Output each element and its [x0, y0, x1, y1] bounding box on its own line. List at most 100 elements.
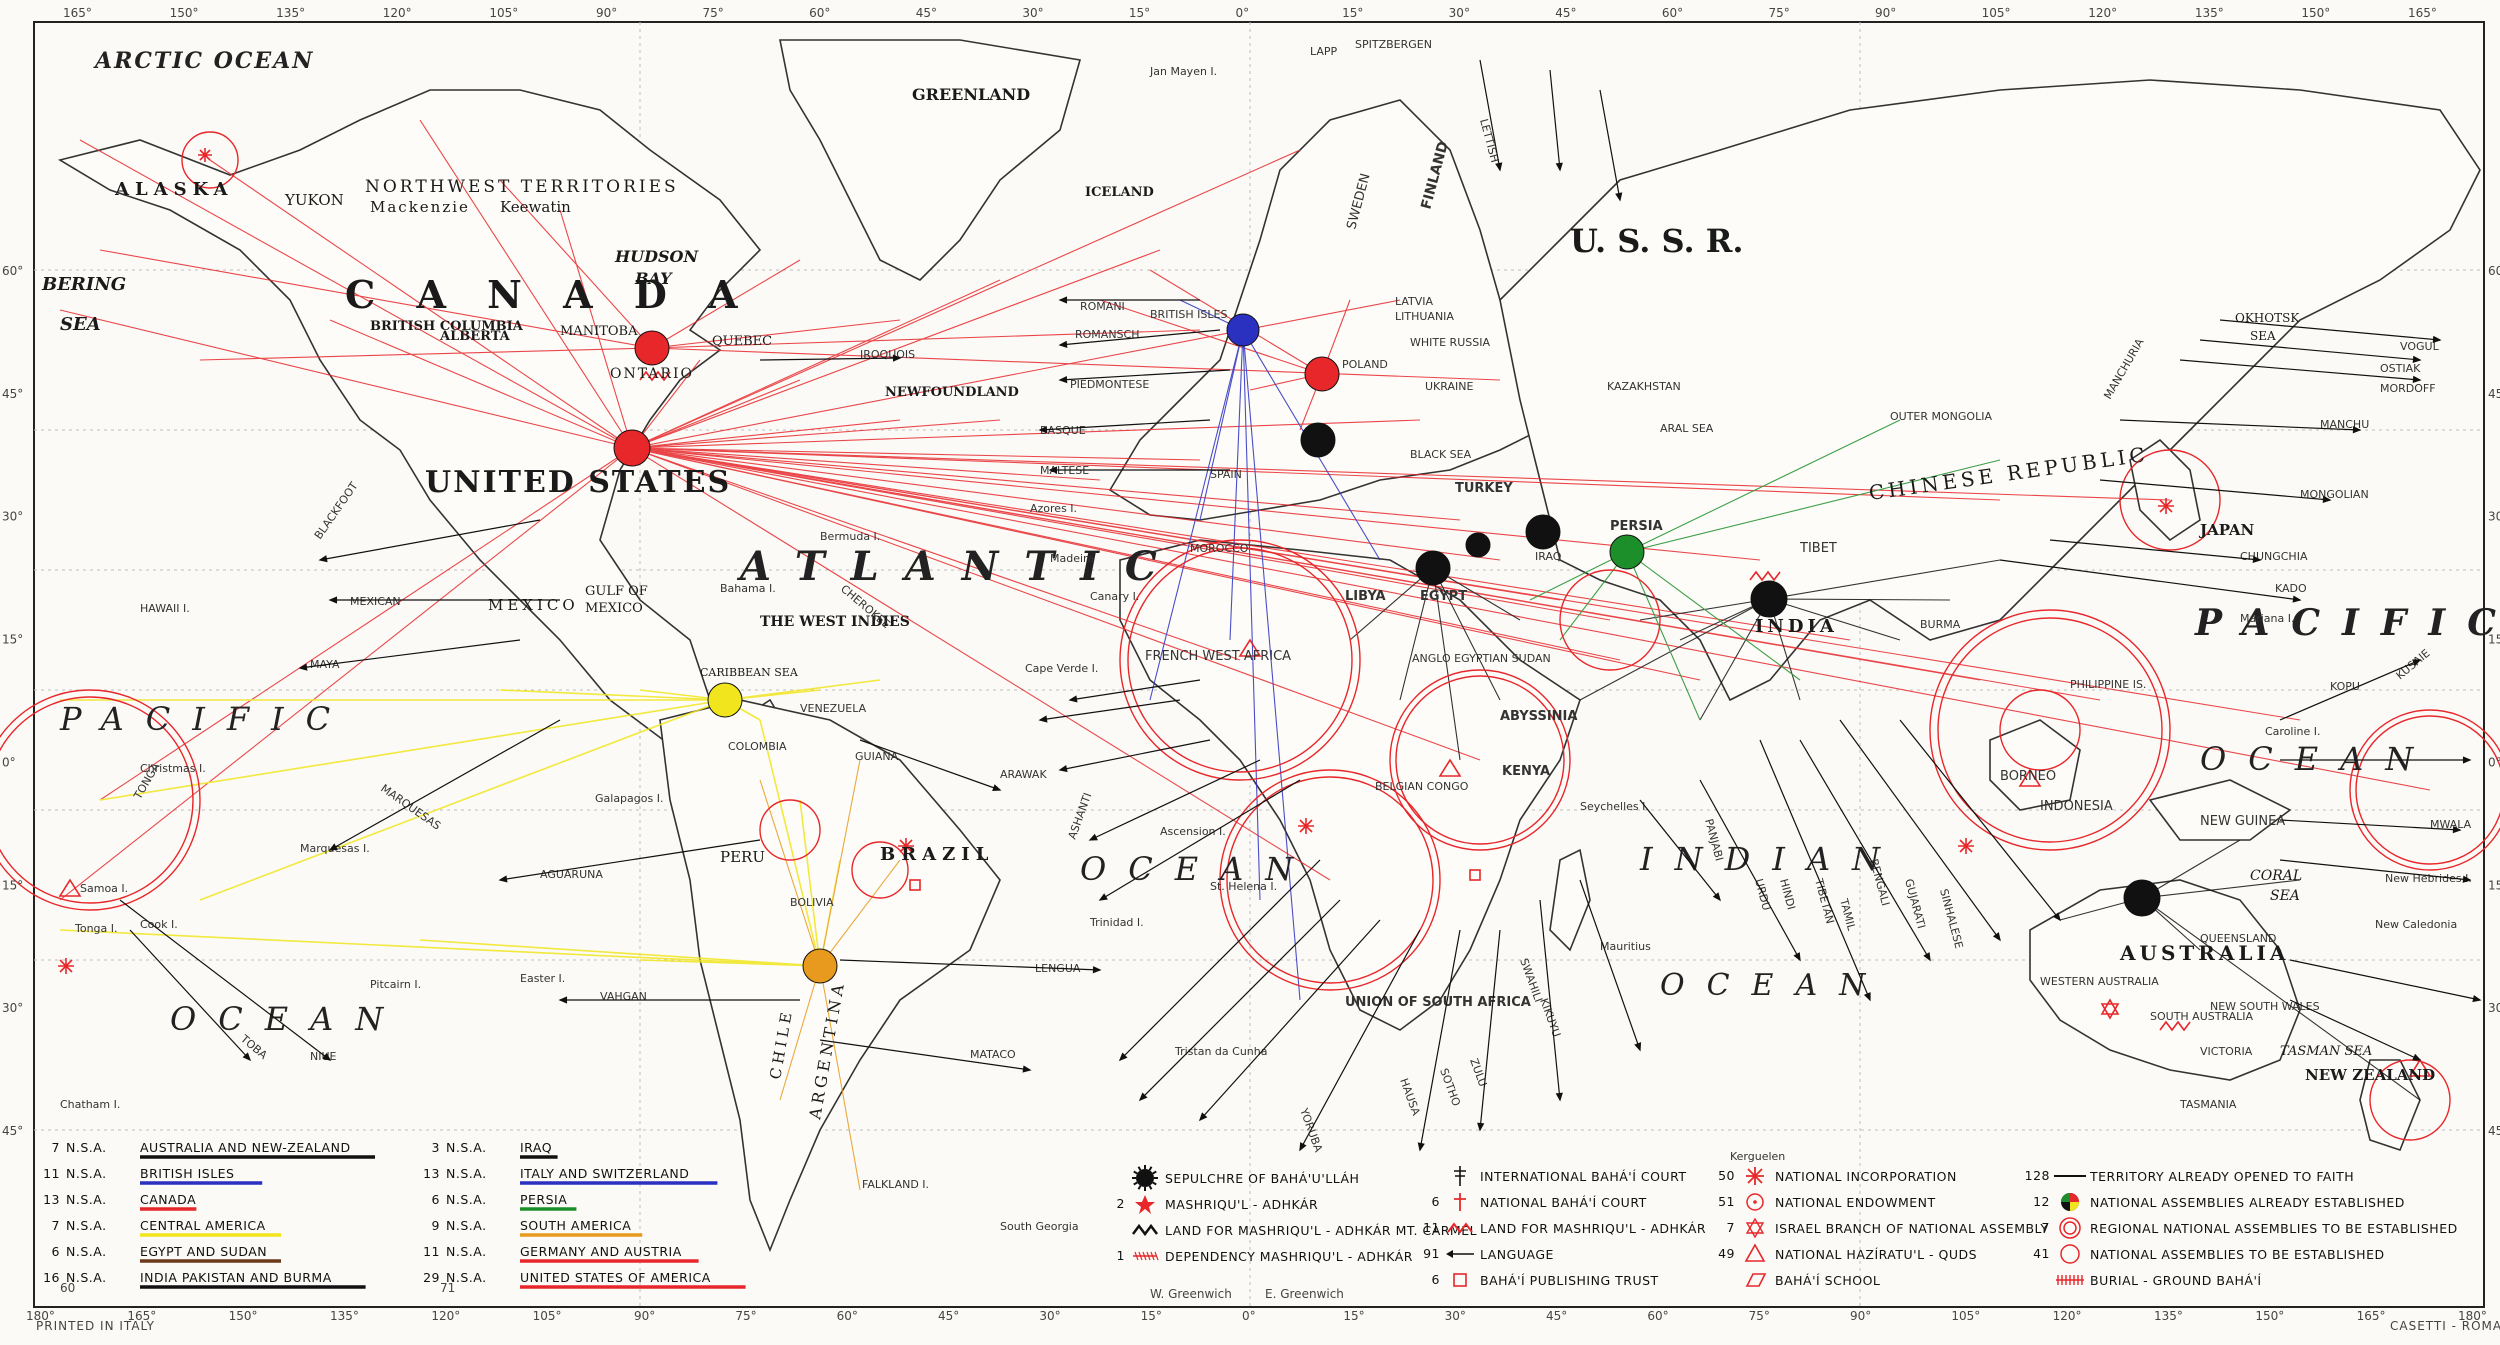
cook-label: Cook I. — [140, 918, 178, 931]
tick-label: 60° — [1662, 6, 1683, 20]
easter-label: Easter I. — [520, 972, 565, 985]
tick-label: 150° — [229, 1309, 258, 1323]
legend-symbol-count: 50 — [1718, 1168, 1735, 1183]
lang-romansch: ROMANSCH — [1075, 328, 1139, 341]
asterisk-icon — [198, 148, 212, 162]
guiana-label: GUIANA — [855, 750, 899, 763]
nsa-egypt-disc — [1415, 550, 1451, 586]
tick-label: 105° — [1982, 6, 2011, 20]
bolivia-label: BOLIVIA — [790, 896, 834, 909]
legend-nsa-label: N.S.A. — [446, 1270, 487, 1285]
tick-label: 90° — [596, 6, 617, 20]
nsa-british-isles-disc — [1226, 313, 1260, 347]
bering-label: BERING — [41, 274, 126, 295]
triangle-icon — [2408, 1058, 2432, 1077]
legend-symbol-count: 6 — [1432, 1272, 1440, 1287]
atlantic-label: ATLANTIC — [736, 543, 1183, 590]
map-frame — [33, 21, 2485, 1308]
tick-label: 165° — [2408, 6, 2437, 20]
lang-arawak: ARAWAK — [1000, 768, 1047, 781]
legend-nsa-name: INDIA PAKISTAN AND BURMA — [140, 1270, 332, 1285]
lang-mongolian: MONGOLIAN — [2300, 488, 2369, 501]
hawaii-label: HAWAII I. — [140, 602, 190, 615]
tick-label: 45° — [2, 387, 23, 401]
lang-iroquois: IROQUOIS — [860, 348, 915, 361]
nsa-haifa-disc — [1465, 532, 1491, 558]
tick-label: 60° — [2, 264, 23, 278]
seychelles-label: Seychelles I. — [1580, 800, 1649, 813]
hudson-label: HUDSON — [614, 247, 699, 266]
nsa-italy-disc — [1300, 422, 1336, 458]
tick-label: 45° — [1546, 1309, 1567, 1323]
new-caledonia-label: New Caledonia — [2375, 918, 2457, 931]
tick-label: 90° — [1875, 6, 1896, 20]
lang-piedmontese: PIEDMONTESE — [1070, 378, 1149, 391]
galapagos-label: Galapagos I. — [595, 792, 663, 805]
pacific-right-label: PACIFIC — [2194, 602, 2500, 644]
tick-label: 0° — [2488, 755, 2500, 769]
legend-symbol-label: BAHÁ'Í PUBLISHING TRUST — [1480, 1273, 1659, 1288]
legend-nsa-name: CENTRAL AMERICA — [140, 1218, 266, 1233]
morocco-label: MOROCCO — [1190, 542, 1249, 555]
nsa-canada-disc — [634, 330, 670, 366]
triangle-icon — [2018, 768, 2042, 787]
borneo-label: BORNEO — [2000, 769, 2056, 784]
south-australia-label: SOUTH AUSTRALIA — [2150, 1010, 2254, 1023]
legend-symbol-label: ISRAEL BRANCH OF NATIONAL ASSEMBLY — [1775, 1221, 2049, 1236]
ussr-label: U. S. S. R. — [1570, 222, 1743, 260]
arctic-ocean-label: ARCTIC OCEAN — [93, 48, 314, 74]
hudson-bay-label: BAY — [634, 269, 673, 288]
cross-icon — [1454, 1193, 1466, 1211]
tick-label: 15° — [2, 633, 23, 647]
legend-count: 16 — [43, 1270, 60, 1285]
tick-label: 0° — [1236, 6, 1250, 20]
legend-symbol-label: SEPULCHRE OF BAHÁ'U'LLÁH — [1165, 1171, 1359, 1186]
legend-symbol-label: NATIONAL INCORPORATION — [1775, 1169, 1957, 1184]
asterisk-icon — [58, 958, 74, 974]
tick-label: 165° — [127, 1309, 156, 1323]
kazakhstan-label: KAZAKHSTAN — [1607, 380, 1681, 393]
lang-mexican: MEXICAN — [350, 595, 401, 608]
star-icon — [1135, 1195, 1155, 1214]
chatham-label: Chatham I. — [60, 1098, 120, 1111]
legend-nsa-name: SOUTH AMERICA — [520, 1218, 631, 1233]
newfoundland-label: NEWFOUNDLAND — [885, 385, 1019, 400]
nsa-central-america-disc — [707, 682, 743, 718]
zigzag-red-icon — [1447, 1222, 1473, 1234]
peru-label: PERU — [720, 848, 765, 866]
bottom-ticks: 180°165°150°135°120°105°90°75°60°45°30°1… — [26, 1309, 2487, 1323]
samoa-label: Samoa I. — [80, 882, 128, 895]
tick-label: 45° — [2488, 387, 2500, 401]
tick-label: 45° — [916, 6, 937, 20]
tick-label: 105° — [1951, 1309, 1980, 1323]
philippine-label: PHILIPPINE IS. — [2070, 678, 2146, 691]
assembly-discs — [613, 313, 2161, 984]
tick-label: 45° — [938, 1309, 959, 1323]
legend-count: 11 — [43, 1166, 60, 1181]
spain-label: SPAIN — [1210, 468, 1242, 481]
legend-nsa-label: N.S.A. — [66, 1192, 107, 1207]
square-icon — [1453, 1273, 1467, 1287]
pacific-left-ocean-label: OCEAN — [170, 1000, 405, 1038]
lang-mwala: MWALA — [2430, 818, 2472, 831]
tick-label: 120° — [2053, 1309, 2082, 1323]
legend-symbol-count: 2 — [1117, 1196, 1125, 1211]
tick-label: 15° — [1343, 1309, 1364, 1323]
legend-nsa-name: UNITED STATES OF AMERICA — [520, 1270, 711, 1285]
tick-label: 135° — [276, 6, 305, 20]
legend-count: 6 — [52, 1244, 60, 1259]
ontario-label: ONTARIO — [610, 366, 694, 382]
legend-symbol-label: LAND FOR MASHRIQU'L - ADHKÁR — [1480, 1221, 1706, 1236]
legend-nsa-name: GERMANY AND AUSTRIA — [520, 1244, 682, 1259]
asterisk-icon — [1298, 818, 1314, 834]
alberta-label: ALBERTA — [439, 329, 511, 344]
white-russia-label: WHITE RUSSIA — [1410, 336, 1490, 349]
legend-count: 13 — [43, 1192, 60, 1207]
triangle-icon — [1744, 1243, 1766, 1262]
tonga-label: Tonga I. — [74, 922, 118, 935]
nsa-south-america-disc — [802, 948, 838, 984]
mexico-label: MEXICO — [488, 596, 579, 614]
tick-label: 15° — [2488, 878, 2500, 892]
